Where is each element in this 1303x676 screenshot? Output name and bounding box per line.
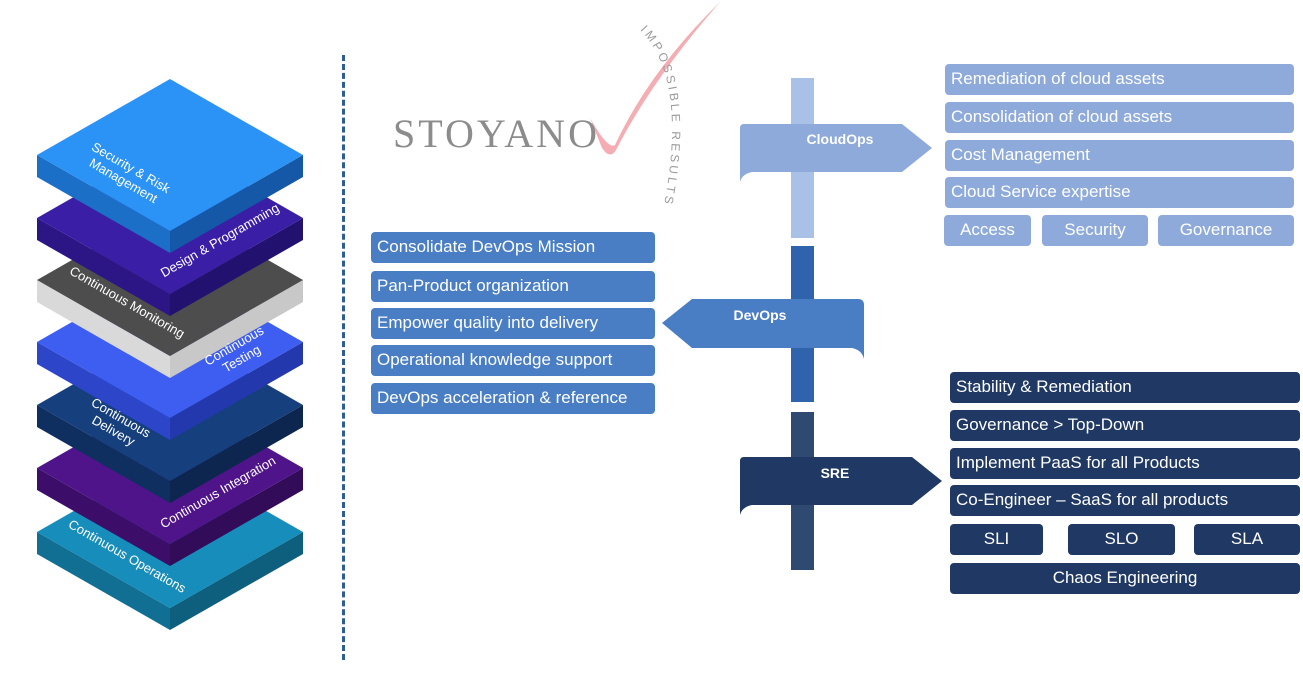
layer-side-left (37, 468, 170, 566)
layer-side-right (170, 342, 303, 440)
cloudops-item: Remediation of cloud assets (945, 64, 1294, 95)
cloudops-item: Cloud Service expertise (945, 177, 1294, 208)
logo-text: STOYANO (393, 111, 600, 156)
devops-flag (662, 299, 864, 359)
layer-side-left (37, 280, 170, 378)
sre-item: Implement PaaS for all Products (950, 448, 1300, 479)
sre-footer: Chaos Engineering (950, 563, 1300, 594)
logo-checkmark: IMPOSSIBLE RESULTS (590, 2, 720, 208)
sre-item: Stability & Remediation (950, 372, 1300, 403)
layer-side-right (170, 468, 303, 566)
sre-label: SRE (820, 465, 850, 481)
sre-tag: SLO (1068, 524, 1175, 555)
devops-item: Consolidate DevOps Mission (371, 232, 655, 263)
layer-top (37, 79, 303, 231)
cloudops-item: Cost Management (945, 140, 1294, 171)
layer-0 (37, 79, 303, 253)
cloudops-label: CloudOps (806, 131, 874, 147)
sre-tag: SLA (1194, 524, 1300, 555)
layer-side-left (37, 532, 170, 630)
layer-side-left (37, 342, 170, 440)
layer-side-right (170, 155, 303, 253)
cloudops-tag: Governance (1158, 215, 1294, 246)
cloudops-item: Consolidation of cloud assets (945, 102, 1294, 133)
layer-side-left (37, 405, 170, 503)
layer-side-right (170, 218, 303, 316)
layer-side-left (37, 218, 170, 316)
devops-item: Empower quality into delivery (371, 308, 655, 339)
devops-item: Operational knowledge support (371, 345, 655, 376)
cloudops-flag (740, 124, 932, 182)
divider-line (342, 55, 345, 660)
devops-item: Pan-Product organization (371, 271, 655, 302)
layer-side-right (170, 280, 303, 378)
layer-side-right (170, 405, 303, 503)
devops-item: DevOps acceleration & reference (371, 383, 655, 414)
layer-side-left (37, 155, 170, 253)
sre-tag: SLI (950, 524, 1043, 555)
sre-flag (740, 457, 942, 515)
cloudops-tag: Security (1042, 215, 1148, 246)
sre-item: Co-Engineer – SaaS for all products (950, 485, 1300, 516)
devops-label: DevOps (733, 307, 787, 323)
layer-side-right (170, 532, 303, 630)
cloudops-tag: Access (944, 215, 1031, 246)
sre-item: Governance > Top-Down (950, 410, 1300, 441)
